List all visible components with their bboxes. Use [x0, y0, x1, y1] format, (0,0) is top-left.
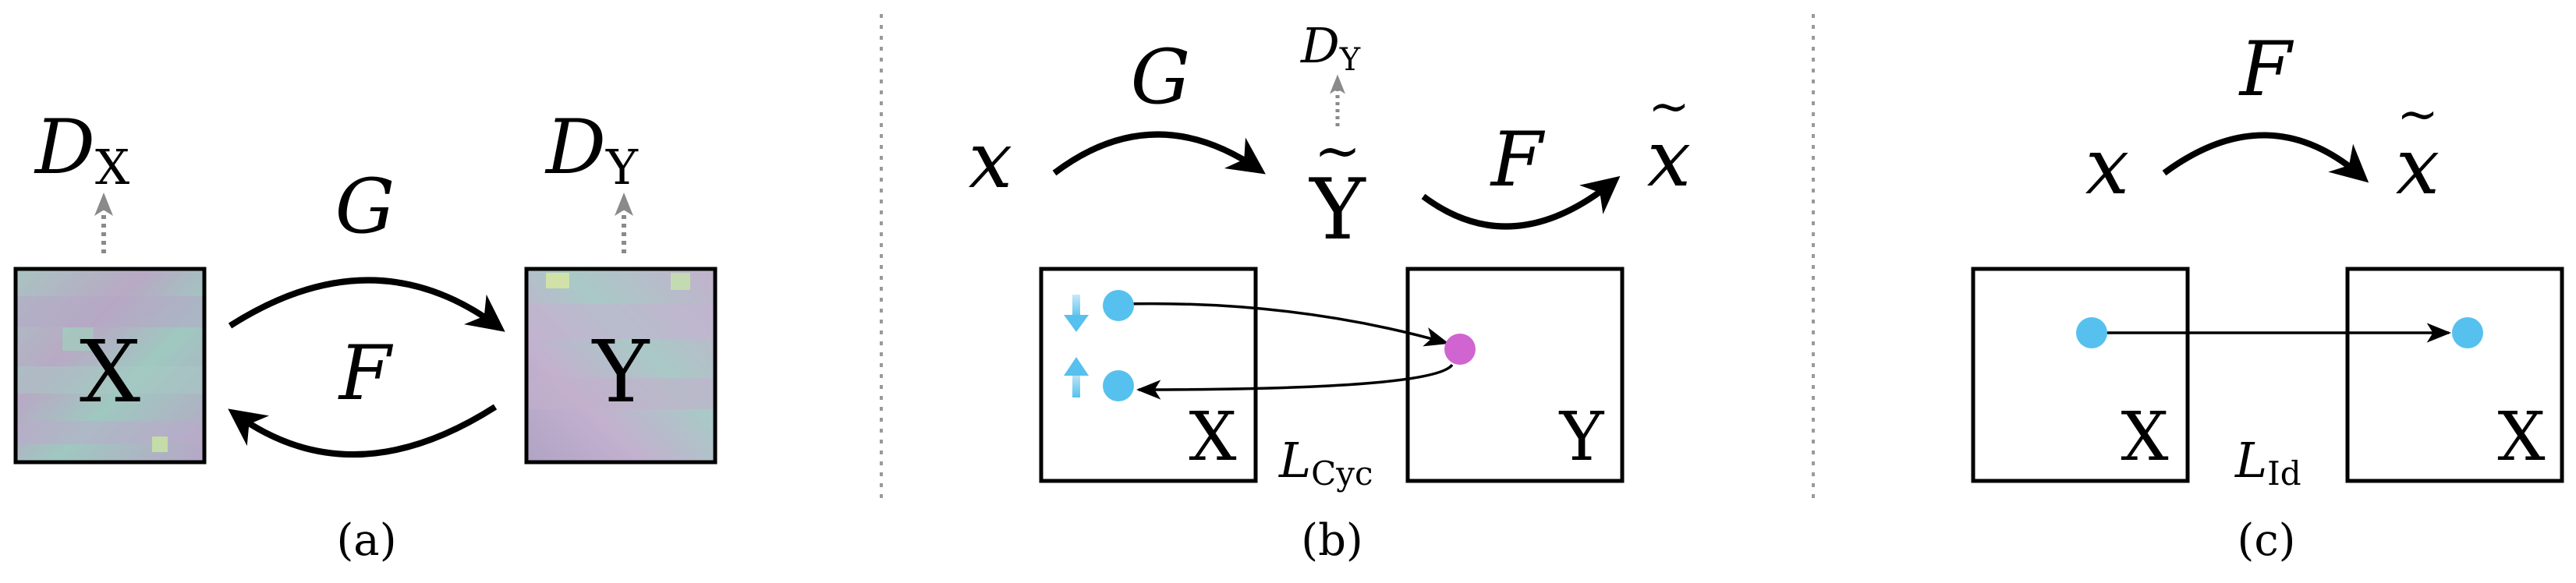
- domain-x-label: X: [1189, 398, 1236, 476]
- panel-b-caption: (b): [1301, 515, 1363, 566]
- mapping-f-label: F: [2238, 26, 2294, 113]
- domain-right-box: [2345, 267, 2564, 483]
- curved-arrow-icon: [1052, 131, 1266, 176]
- panel-a: DX DY X Y: [13, 104, 718, 566]
- panel-b: x G DY ~ Y F ~ x X Y: [969, 17, 1691, 566]
- curved-arrow-icon: [2162, 132, 2369, 183]
- mapping-g-label: G: [1131, 34, 1191, 121]
- mapped-point: [2452, 317, 2483, 348]
- domain-left-label: X: [2121, 398, 2168, 476]
- domain-y-label: Y: [591, 322, 650, 422]
- domain-right-label: X: [2497, 398, 2545, 476]
- curved-arrow-icon: [228, 277, 505, 332]
- mapping-f-label: F: [1490, 116, 1546, 203]
- domain-y-box: Y: [524, 267, 718, 465]
- input-x-label: x: [2085, 121, 2129, 212]
- reconstructed-x-label: x: [2396, 121, 2440, 212]
- source-point: [1103, 290, 1134, 321]
- discriminator-x-label: DX: [34, 104, 129, 196]
- domain-left-box: [1971, 267, 2190, 483]
- translated-point: [1444, 334, 1476, 365]
- panel-c: x F ~ x X X LId (c): [1971, 26, 2564, 566]
- input-x-label: x: [969, 115, 1012, 206]
- identity-loss-label: LId: [2234, 432, 2301, 493]
- discriminator-y-label: DY: [544, 104, 639, 196]
- panel-a-caption: (a): [336, 515, 396, 566]
- backward-arrow: [1136, 363, 1454, 400]
- translated-y-label: Y: [1308, 161, 1366, 259]
- shift-down-arrow-icon: [1064, 295, 1089, 332]
- domain-y-box: [1405, 267, 1625, 483]
- domain-x-box: [1039, 267, 1258, 483]
- source-point: [2076, 317, 2107, 348]
- panel-c-caption: (c): [2237, 515, 2295, 566]
- discriminator-y-label: DY: [1300, 17, 1361, 78]
- forward-arrow: [1122, 302, 1450, 347]
- translated-tilde: ~: [1314, 118, 1361, 183]
- reconstructed-tilde: ~: [2397, 86, 2439, 143]
- domain-x-label: X: [80, 322, 140, 422]
- mapping-f-label: F: [338, 330, 394, 417]
- reconstructed-x-label: x: [1647, 113, 1691, 204]
- mapping-g-label: G: [335, 163, 395, 250]
- cycle-loss-label: LCyc: [1278, 432, 1373, 493]
- reconstructed-tilde: ~: [1648, 78, 1690, 136]
- curved-arrow-icon: [228, 404, 498, 458]
- reconstructed-point: [1103, 370, 1134, 401]
- shift-up-arrow-icon: [1064, 357, 1089, 398]
- domain-y-label: Y: [1559, 398, 1605, 476]
- curved-arrow-icon: [1421, 175, 1621, 230]
- domain-x-box: X: [13, 267, 207, 465]
